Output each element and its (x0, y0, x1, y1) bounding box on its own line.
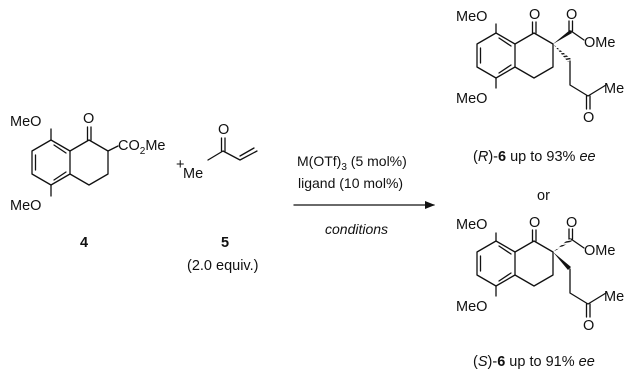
ps-chain-methyl: Me (604, 289, 624, 305)
compound-5-number: 5 (221, 235, 229, 251)
plus-sign: + (176, 157, 184, 173)
ps-ketone-oxygen: O (529, 215, 540, 231)
c4-ketone-oxygen: O (83, 111, 94, 127)
ps-ester-ome: OMe (584, 243, 615, 259)
ps-chain-oxygen: O (583, 318, 594, 334)
c5-methyl: Me (183, 166, 203, 182)
compound-4: MeO O CO2Me MeO 4 (10, 111, 165, 251)
catalyst-label: M(OTf)3 (5 mol%) (297, 153, 407, 173)
pr-ketone-oxygen: O (529, 7, 540, 23)
pr-methoxy-bottom: MeO (456, 91, 487, 107)
c4-methoxy-bottom: MeO (10, 198, 41, 214)
product-r-6: MeO O O OMe Me O MeO (R)-6 up to 93% ee (456, 7, 624, 165)
c5-ketone-oxygen: O (218, 122, 229, 138)
compound-5: O Me 5 (2.0 equiv.) (183, 122, 258, 274)
compound-4-number: 4 (80, 235, 88, 251)
ps-ester-oxygen: O (566, 215, 577, 231)
pr-ester-ome: OMe (584, 35, 615, 51)
ps-methoxy-top: MeO (456, 217, 487, 233)
compound-5-equiv: (2.0 equiv.) (187, 258, 258, 274)
product-s-6: MeO O O OMe Me O MeO (S)-6 up to 91% ee (456, 215, 624, 370)
ps-methoxy-bottom: MeO (456, 299, 487, 315)
or-label: or (537, 188, 550, 204)
c4-ester-label: CO2Me (118, 138, 165, 157)
pr-chain-methyl: Me (604, 81, 624, 97)
ligand-label: ligand (10 mol%) (298, 175, 403, 191)
pr-ester-oxygen: O (566, 7, 577, 23)
pr-methoxy-top: MeO (456, 9, 487, 25)
reaction-arrow-group: M(OTf)3 (5 mol%) ligand (10 mol%) condit… (293, 153, 435, 237)
product-r-caption: (R)-6 up to 93% ee (473, 149, 596, 165)
conditions-label: conditions (325, 221, 388, 237)
c4-methoxy-top: MeO (10, 114, 41, 130)
product-s-caption: (S)-6 up to 91% ee (473, 354, 595, 370)
pr-chain-oxygen: O (583, 110, 594, 126)
